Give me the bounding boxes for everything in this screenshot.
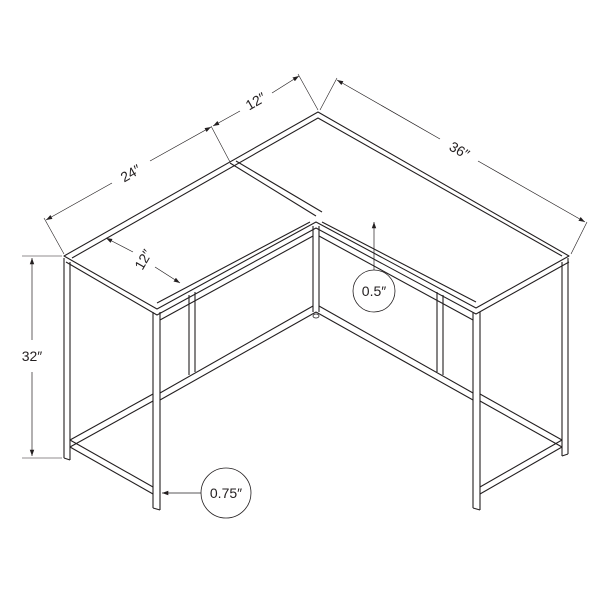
dim-label-12-depth: 12″ xyxy=(131,247,155,273)
extension-lines xyxy=(22,73,588,459)
dimension-lines xyxy=(29,75,586,496)
callout-leg-thickness: 0.75″ xyxy=(200,467,252,519)
callout-top-thickness: 0.5″ xyxy=(352,269,396,313)
desk-frame xyxy=(63,111,570,511)
tabletop-outline xyxy=(63,111,570,310)
dim-label-24: 24″ xyxy=(118,161,144,185)
callout-label-0.5: 0.5″ xyxy=(362,283,386,299)
dim-label-12-top: 12″ xyxy=(243,89,269,113)
callout-label-0.75: 0.75″ xyxy=(210,485,242,501)
dim-label-36: 36″ xyxy=(447,138,473,162)
dim-label-32: 32″ xyxy=(22,348,43,364)
